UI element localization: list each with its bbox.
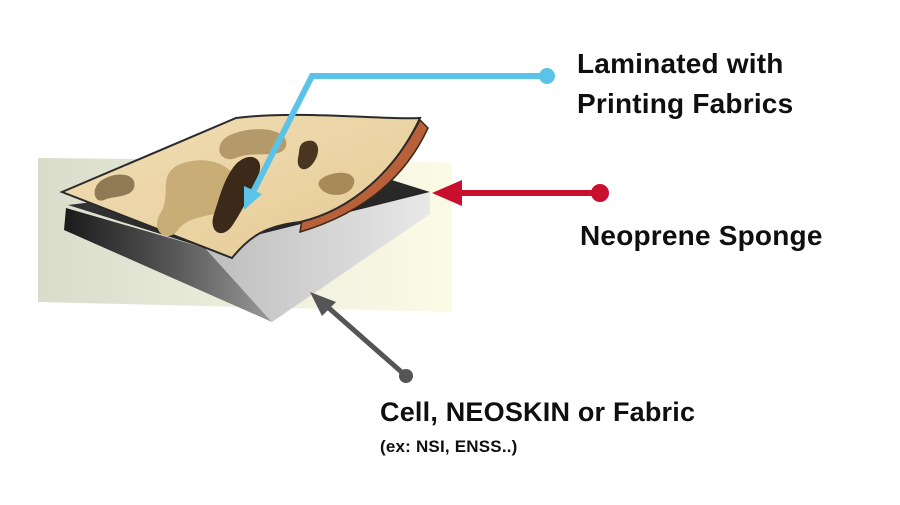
camo-blob: [157, 160, 238, 237]
camo-blob: [94, 174, 135, 201]
neoprene-pointer: [432, 180, 609, 206]
cell-example-label: (ex: NSI, ENSS..): [380, 437, 518, 456]
sponge-right-face: [205, 192, 430, 322]
camo-blob: [212, 156, 261, 234]
laminated-pointer: [244, 68, 555, 210]
camo-blob: [318, 172, 355, 195]
cell-label: Cell, NEOSKIN or Fabric: [380, 397, 696, 427]
camo-blob: [219, 129, 287, 160]
camo-blob: [297, 140, 319, 170]
cell-pointer: [310, 292, 413, 383]
neoprene-label: Neoprene Sponge: [580, 220, 823, 251]
laminated-label-line2: Printing Fabrics: [577, 88, 794, 119]
sponge-front-face: [64, 208, 272, 322]
laminated-label-line1: Laminated with: [577, 48, 784, 79]
laminated-label: Laminated with Printing Fabrics: [577, 44, 793, 124]
